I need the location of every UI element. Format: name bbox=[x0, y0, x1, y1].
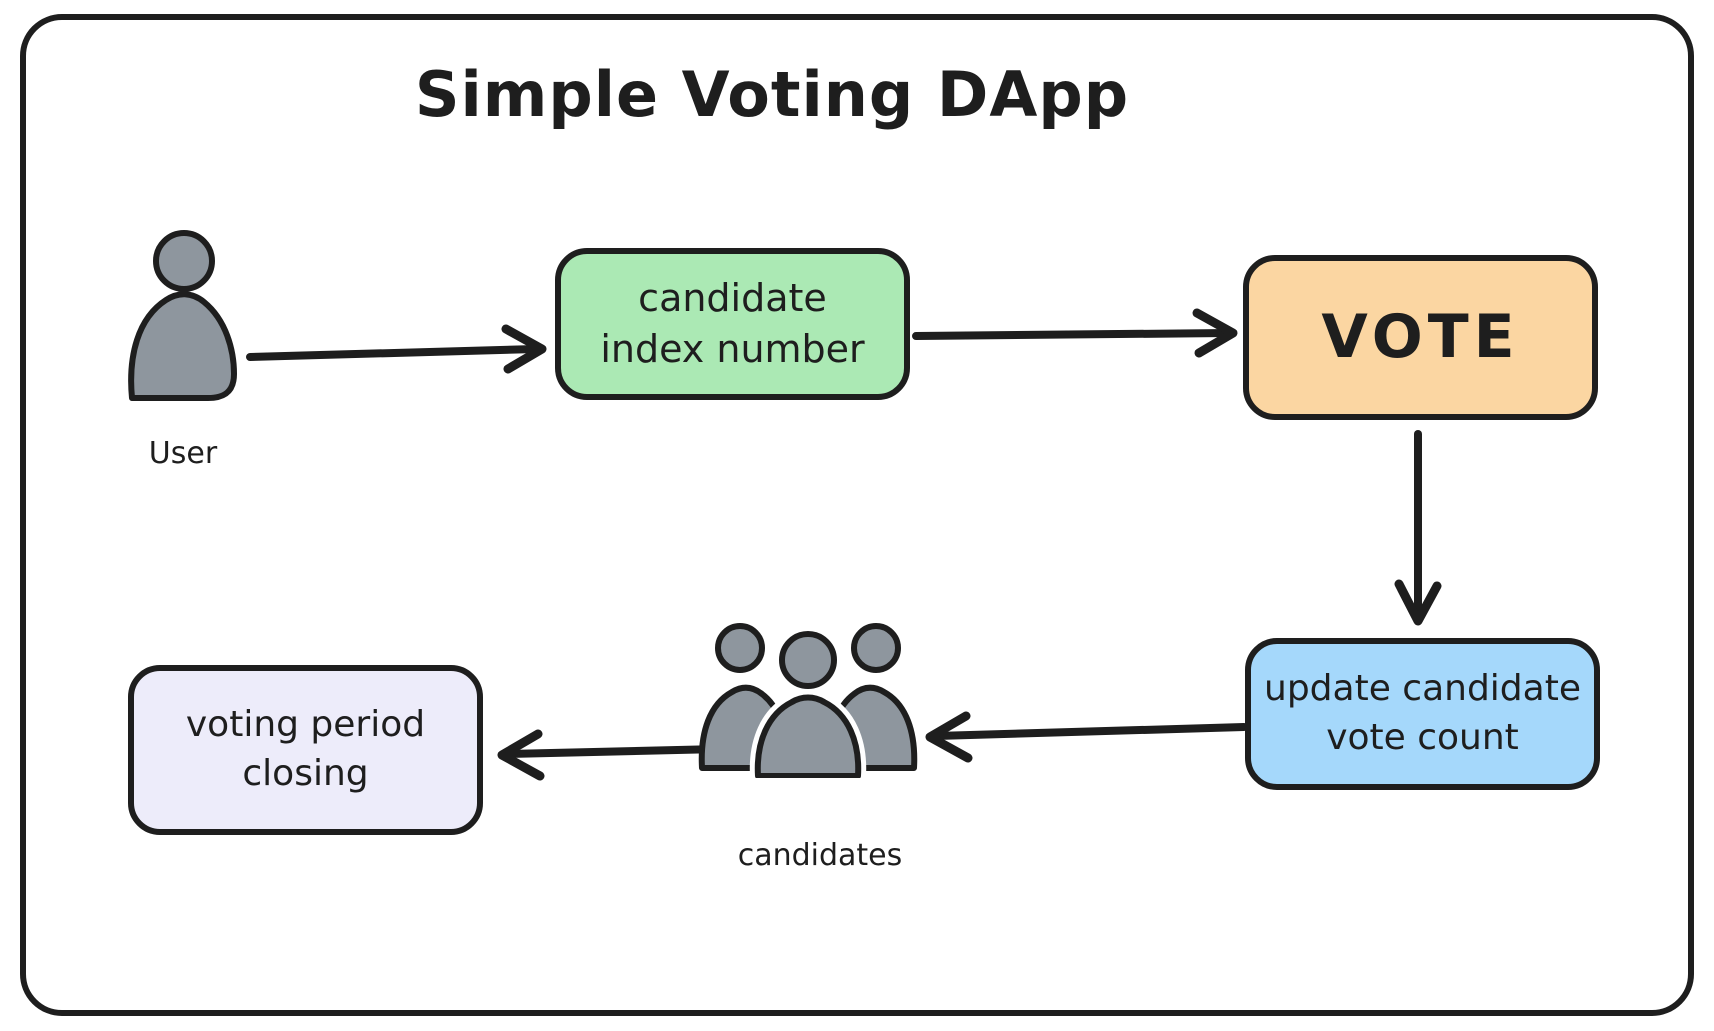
user-person-icon bbox=[128, 230, 237, 401]
vote-label: VOTE bbox=[1321, 302, 1520, 372]
candidate-index-box: candidate index number bbox=[555, 248, 910, 400]
user-label: User bbox=[148, 436, 218, 471]
voting-period-line1: voting period bbox=[185, 704, 426, 746]
candidates-label: candidates bbox=[737, 838, 903, 873]
arrow-vote-to-update-count bbox=[1394, 430, 1442, 626]
voting-period-closing-box: voting period closing bbox=[128, 665, 483, 835]
candidate-index-line1: candidate bbox=[638, 275, 827, 320]
update-count-line2: vote count bbox=[1326, 717, 1519, 758]
outer-frame bbox=[20, 14, 1694, 1016]
voting-period-line2: closing bbox=[242, 753, 369, 794]
vote-box: VOTE bbox=[1243, 255, 1598, 420]
candidate-index-line2: index number bbox=[600, 327, 865, 371]
update-count-line1: update candidate bbox=[1264, 668, 1581, 710]
update-vote-count-box: update candidate vote count bbox=[1245, 638, 1600, 790]
arrow-candidate-index-to-vote bbox=[912, 308, 1238, 358]
arrow-update-count-to-candidates bbox=[925, 711, 1248, 763]
candidates-group-icon bbox=[698, 623, 918, 778]
diagram-title: Simple Voting DApp bbox=[414, 58, 1130, 131]
arrow-user-to-candidate-index bbox=[246, 324, 547, 374]
